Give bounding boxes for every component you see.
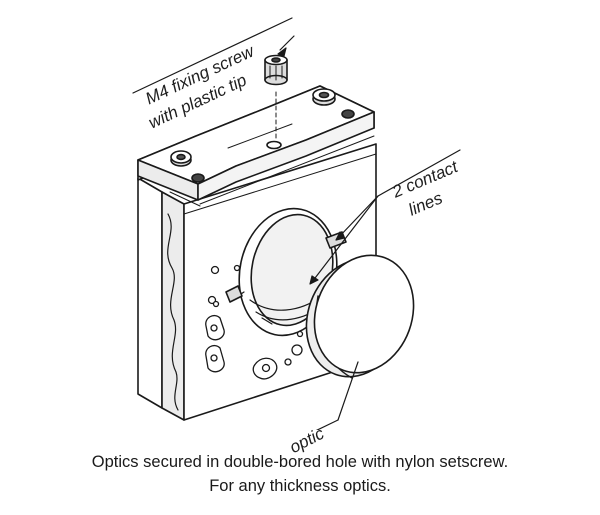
caption-line-1: Optics secured in double-bored hole with… — [91, 453, 509, 471]
nut-left — [191, 173, 205, 183]
clamp-screw-hole — [266, 140, 282, 150]
caption-line-2: For any thickness optics. — [209, 477, 391, 495]
contact-pin-lower — [225, 285, 243, 303]
fixing-screw — [264, 54, 288, 86]
contact-leader — [309, 149, 461, 285]
screw-leader — [132, 17, 295, 94]
keyhole-slots — [205, 314, 278, 380]
optic-mount-diagram — [132, 17, 461, 430]
cap-screw-left — [170, 150, 192, 167]
optic-disc — [305, 254, 415, 379]
nut-right — [341, 109, 355, 119]
optic-leader — [315, 361, 359, 430]
figure-caption: Optics secured in double-bored hole with… — [0, 450, 600, 498]
cap-screw-right — [312, 88, 336, 106]
mount-side-bar — [137, 177, 185, 421]
